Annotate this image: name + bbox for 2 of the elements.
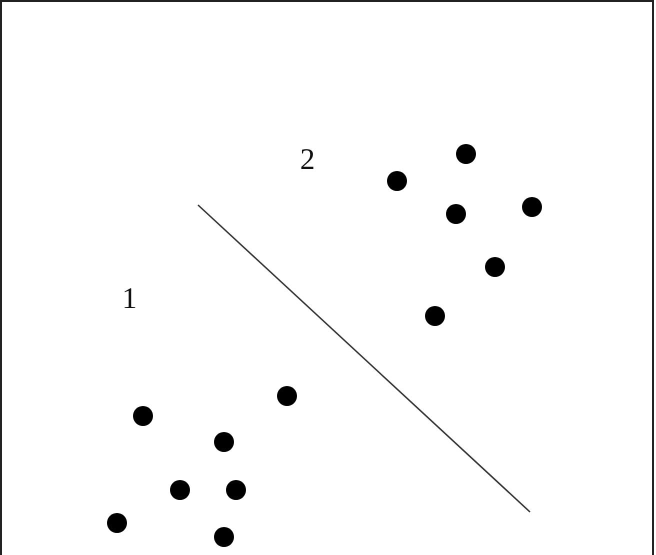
region-label: 2 xyxy=(300,145,315,175)
region-label: 1 xyxy=(122,284,137,314)
